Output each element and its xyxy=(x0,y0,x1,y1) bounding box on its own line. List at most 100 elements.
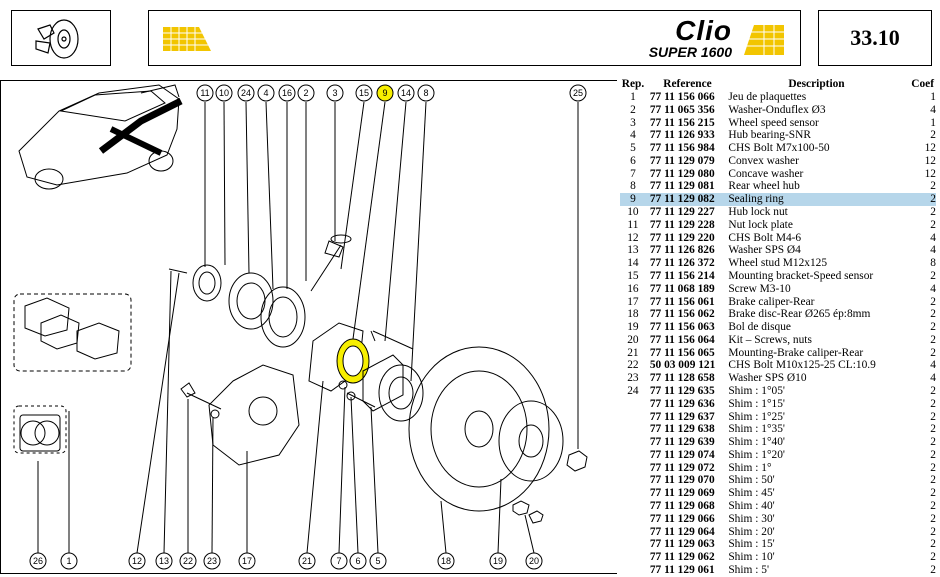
cell-description: Mounting-Brake caliper-Rear xyxy=(728,346,864,359)
cell-reference: 77 11 129 637 xyxy=(649,410,715,423)
yellow-stripes-logo-left xyxy=(163,27,211,51)
cell-rep: 5 xyxy=(630,142,636,155)
cell-rep: 11 xyxy=(627,218,639,231)
cell-rep: 12 xyxy=(627,231,639,244)
cell-description: Concave washer xyxy=(728,167,804,180)
cell-coef: 2 xyxy=(930,410,936,423)
parts-table-header: Rep. Reference Description Coef xyxy=(620,78,936,91)
cell-description: Nut lock plate xyxy=(728,218,793,231)
cell-rep xyxy=(620,500,646,513)
nut-lock-plate xyxy=(192,264,222,302)
cell-reference: 77 11 129 227 xyxy=(649,206,715,219)
cell-description: Wheel speed sensor xyxy=(728,116,819,129)
cell-reference: 77 11 129 066 xyxy=(649,512,715,525)
cell-description: CHS Bolt M10x125-25 CL:10.9 xyxy=(728,359,876,372)
cell-description: Washer SPS Ø4 xyxy=(728,244,801,257)
cell-coef: 12 xyxy=(924,154,936,167)
cell-description: Shim : 1°40' xyxy=(728,436,785,449)
cell-reference: 77 11 156 214 xyxy=(649,269,715,282)
hub-bearing xyxy=(260,286,306,348)
brake-caliper xyxy=(208,364,300,466)
svg-text:5: 5 xyxy=(375,556,380,566)
header-rep: Rep. xyxy=(621,78,645,90)
cell-description: Bol de disque xyxy=(728,321,791,334)
cell-rep: 1 xyxy=(630,91,636,103)
cell-coef: 4 xyxy=(930,231,936,244)
svg-text:18: 18 xyxy=(441,556,451,566)
cell-reference: 77 11 129 636 xyxy=(649,397,715,410)
cell-reference: 77 11 129 068 xyxy=(649,500,715,512)
disc-bowl xyxy=(498,400,564,482)
cell-coef: 2 xyxy=(930,538,936,551)
cell-description: Jeu de plaquettes xyxy=(728,91,807,103)
cell-description: Shim : 15' xyxy=(728,538,775,551)
cell-rep xyxy=(620,564,646,577)
cell-rep xyxy=(620,436,646,449)
svg-text:23: 23 xyxy=(207,556,217,566)
cell-reference: 77 11 156 063 xyxy=(649,321,715,334)
brand-subtitle: SUPER 1600 xyxy=(648,44,732,60)
car-illustration xyxy=(18,84,183,190)
callout-22: 22 xyxy=(179,552,197,570)
cell-description: Shim : 1°35' xyxy=(728,423,785,436)
cell-coef: 2 xyxy=(930,474,936,487)
callout-1: 1 xyxy=(60,552,78,570)
cell-description: Shim : 1°05' xyxy=(728,384,785,397)
cell-coef: 2 xyxy=(930,333,936,346)
cell-coef: 4 xyxy=(930,103,936,116)
svg-text:1: 1 xyxy=(66,556,71,566)
cell-reference: 77 11 129 074 xyxy=(649,448,715,461)
svg-text:8: 8 xyxy=(423,88,428,98)
wheel-speed-sensor xyxy=(310,240,344,292)
brand-name: Clio xyxy=(675,15,732,46)
cell-rep: 22 xyxy=(627,359,639,372)
chs-bolt xyxy=(346,392,376,408)
callout-3: 3 xyxy=(326,84,344,102)
callout-11: 11 xyxy=(196,84,214,102)
svg-text:2: 2 xyxy=(303,88,308,98)
cell-reference: 77 11 129 639 xyxy=(649,436,715,449)
callout-9-highlighted: 9 xyxy=(376,84,394,102)
cell-rep: 7 xyxy=(630,167,636,180)
svg-text:4: 4 xyxy=(263,88,268,98)
cell-rep xyxy=(620,513,646,526)
cell-description: Rear wheel hub xyxy=(728,180,800,193)
svg-text:13: 13 xyxy=(159,556,169,566)
cell-description: Shim : 40' xyxy=(728,500,775,512)
svg-text:6: 6 xyxy=(355,556,360,566)
yellow-stripes-logo-right xyxy=(744,25,784,55)
cell-reference: 77 11 129 082 xyxy=(645,193,725,207)
svg-text:24: 24 xyxy=(241,88,251,98)
cell-description: Shim : 1° xyxy=(728,461,772,474)
parts-table: Rep. Reference Description Coef 1 77 11 1… xyxy=(620,78,936,577)
cell-coef: 1 xyxy=(930,91,936,103)
wheel-stud xyxy=(370,330,414,350)
cell-coef: 2 xyxy=(930,384,936,397)
svg-text:26: 26 xyxy=(33,556,43,566)
callout-15: 15 xyxy=(355,84,373,102)
header-reference: Reference xyxy=(663,78,712,90)
cell-reference: 77 11 126 933 xyxy=(649,129,715,142)
svg-text:7: 7 xyxy=(336,556,341,566)
cell-reference: 77 11 129 063 xyxy=(649,538,715,551)
cell-description: Kit – Screws, nuts xyxy=(728,333,812,346)
caliper-bolt xyxy=(180,382,222,410)
cell-coef: 2 xyxy=(930,487,936,500)
header-brake-icon-box xyxy=(11,10,111,66)
cell-description: Shim : 1°15' xyxy=(728,397,785,410)
callout-16: 16 xyxy=(278,84,296,102)
